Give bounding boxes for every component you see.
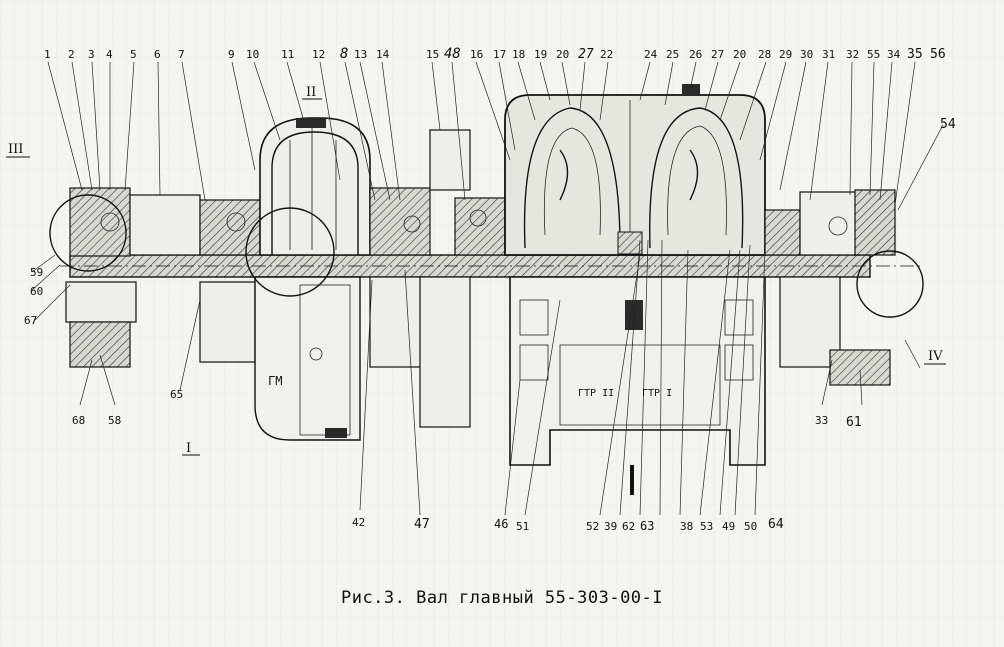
callout-29: 29 [779,48,792,61]
callout-25: 25 [666,48,679,61]
callout-12: 12 [312,48,325,61]
callout-7: 7 [178,48,185,61]
view-markers: III II I IV [6,85,946,456]
callout-27b: 27 [711,48,724,61]
callout-19: 19 [534,48,547,61]
main-ring-body [259,117,371,256]
callout-31: 31 [822,48,835,61]
callout-18: 18 [512,48,525,61]
callout-4: 4 [106,48,113,61]
callout-16: 16 [470,48,483,61]
callout-53: 53 [700,520,713,533]
callout-5: 5 [130,48,137,61]
callout-30: 30 [800,48,813,61]
callout-39: 39 [604,520,617,533]
callout-14: 14 [376,48,390,61]
top-callout-labels: 1 2 3 4 5 6 7 9 10 11 12 8 13 14 15 48 1… [44,46,946,62]
callout-10: 10 [246,48,259,61]
callout-13: 13 [354,48,367,61]
block-labels: ГМ ГТР II ГТР I [268,374,672,399]
label-gtr-ii: ГТР II [578,388,614,399]
callout-26: 26 [689,48,702,61]
callout-20: 20 [556,48,569,61]
mid-bearing [369,129,506,256]
callout-27: 27 [578,47,594,62]
gm-casing [254,276,471,441]
view-marker-ii: II [306,85,316,100]
callout-8: 8 [340,46,348,62]
callout-3: 3 [88,48,95,61]
view-marker-iv: IV [928,349,943,364]
callout-35: 35 [907,47,923,62]
view-marker-iii: III [8,142,23,157]
callout-68: 68 [72,414,85,427]
shaft [60,254,920,278]
view-marker-i: I [186,441,191,456]
callout-1: 1 [44,48,51,61]
label-gm: ГМ [268,374,282,388]
figure-caption: Рис.3. Вал главный 55-303-00-I [340,588,664,608]
callout-64: 64 [768,517,784,532]
callout-33: 33 [815,414,828,427]
callout-51: 51 [516,520,529,533]
callout-63: 63 [640,519,654,533]
bottom-callout-labels: 68 58 65 42 47 46 51 52 39 62 63 38 53 4… [72,388,862,533]
side-callout-labels: 59 60 67 54 [24,117,956,327]
callout-2: 2 [68,48,75,61]
callout-28: 28 [758,48,771,61]
callout-47: 47 [414,517,430,532]
callout-50: 50 [744,520,757,533]
callout-52: 52 [586,520,599,533]
label-gtr-i: ГТР I [642,388,672,399]
callout-58: 58 [108,414,121,427]
callout-6: 6 [154,48,161,61]
detail-circles [49,194,924,318]
callout-67: 67 [24,314,37,327]
callout-60: 60 [30,285,43,298]
callout-56: 56 [930,47,946,62]
callout-49: 49 [722,520,735,533]
callout-34: 34 [887,48,901,61]
right-bearing-assembly [764,189,896,386]
callout-59: 59 [30,266,43,279]
callout-15: 15 [426,48,439,61]
callout-20b: 20 [733,48,746,61]
leader-lines [31,61,944,516]
left-bearing-assembly [65,187,261,368]
callout-61: 61 [846,415,862,430]
callout-55: 55 [867,48,880,61]
callout-48: 48 [444,46,461,62]
callout-65: 65 [170,388,183,401]
callout-11: 11 [281,48,294,61]
callout-46: 46 [494,517,508,531]
callout-9: 9 [228,48,235,61]
callout-62: 62 [622,520,635,533]
callout-42: 42 [352,516,365,529]
callout-32: 32 [846,48,859,61]
callout-22: 22 [600,48,613,61]
callout-54: 54 [940,117,956,132]
callout-38: 38 [680,520,693,533]
torque-converter-housing [504,84,766,256]
callout-17: 17 [493,48,506,61]
callout-24: 24 [644,48,658,61]
